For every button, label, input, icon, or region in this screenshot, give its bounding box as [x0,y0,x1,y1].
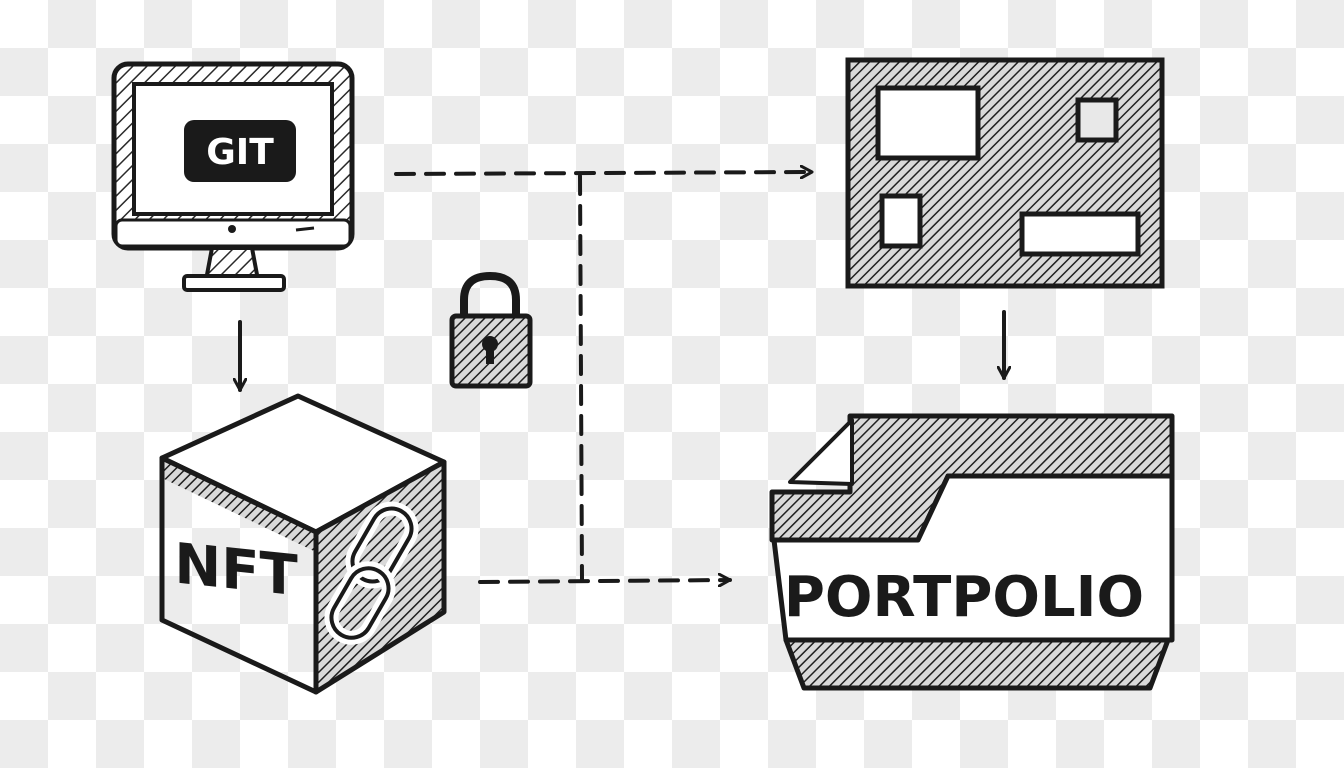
monitor-node: GIT [111,61,355,292]
board-panel-large [875,85,981,161]
board-panel-tall [879,193,923,249]
folder-body [771,473,1175,643]
board-panel-wide [1019,211,1141,257]
portfolio-node: PORTPOLIO [769,413,1175,691]
cube-front-band [162,458,316,552]
monitor-bezel [114,218,352,248]
edge-nft-to-portfolio [478,580,732,582]
folder-corner [788,418,854,486]
git-badge [184,120,296,182]
monitor-bezel-mark [295,226,315,232]
board-panel-small [1075,97,1119,143]
chain-link-icon [324,501,419,645]
nft-cube-node: NFT [159,393,447,695]
monitor-base [182,274,286,292]
edge-monitor-to-board [394,172,814,174]
monitor-power-light [228,225,236,233]
lock-icon [449,271,533,389]
portfolio-label: PORTPOLIO [784,565,1144,630]
folder-base [783,637,1171,691]
board-node [845,57,1165,289]
nft-label: NFT [174,531,297,609]
connectors [240,172,1004,582]
edge-vertical-branch [578,174,584,582]
git-label: GIT [206,132,274,173]
